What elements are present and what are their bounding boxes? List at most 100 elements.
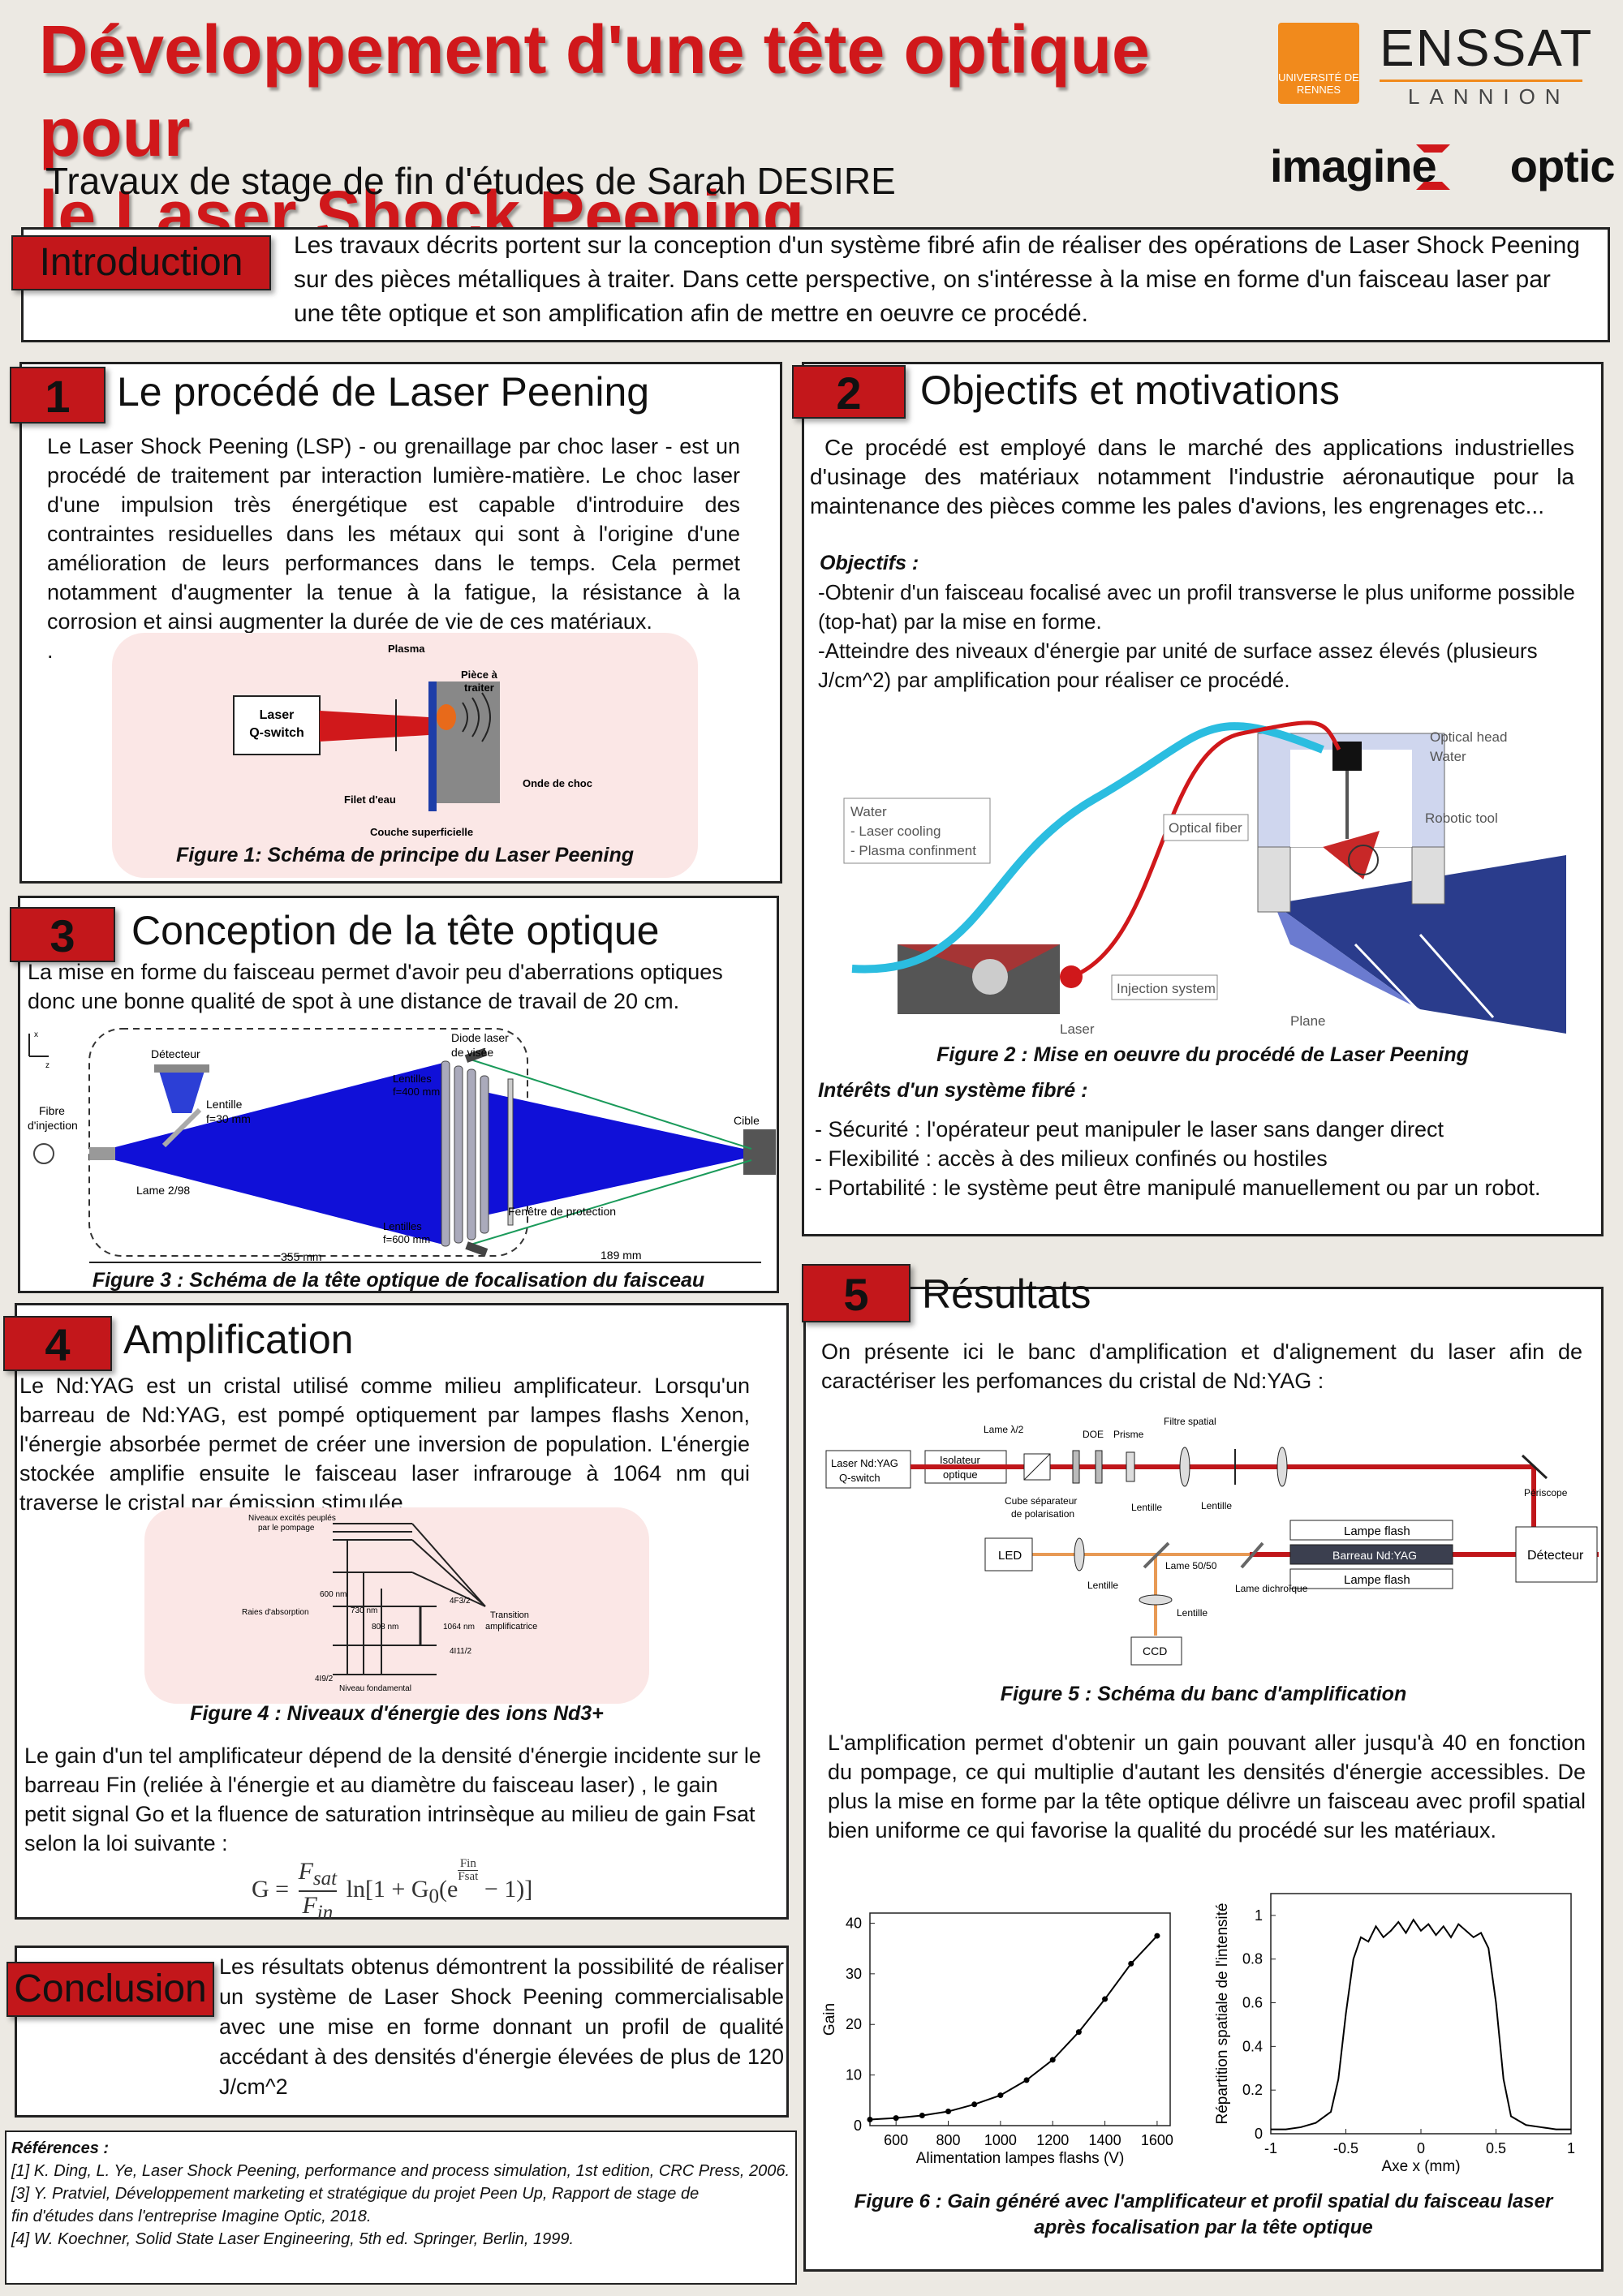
fig5-halfwave-label: Lame λ/2 [984, 1424, 1024, 1435]
detector [154, 1064, 209, 1073]
fig1-plasma-label: Plasma [388, 643, 425, 655]
figure-5-caption: Figure 5 : Schéma du banc d'amplificatio… [1000, 1683, 1407, 1705]
water-callout [843, 798, 991, 864]
fig4-transition-label-1: Transition [490, 1610, 529, 1620]
fig2-plasma-label: - Plasma confinment [850, 843, 976, 858]
data-point [919, 2113, 925, 2119]
fig3-lens30-label-1: Lentille [206, 1098, 243, 1111]
fibre-connector [89, 1147, 115, 1160]
equation-sat-sub: sat [312, 1868, 338, 1890]
y-tick-label: 30 [846, 1966, 862, 1982]
detector-beam [159, 1071, 204, 1113]
led-box [984, 1537, 1033, 1572]
data-point [1102, 1996, 1109, 2002]
section-3-number: 3 [10, 907, 115, 962]
fig1-layer-label: Couche superficielle [370, 826, 473, 838]
equation-exp: (e [439, 1875, 458, 1903]
x-tick-label: 1 [1567, 2140, 1575, 2156]
ccd-box [1130, 1636, 1182, 1666]
laser-ndyag-box [825, 1450, 911, 1489]
aiming-laser-top [470, 1059, 752, 1150]
workpiece [437, 681, 500, 803]
fig1-piece-label-1: Pièce à [461, 669, 498, 681]
section-1-dot: . [47, 638, 54, 663]
y-tick-label: 0.8 [1242, 1951, 1263, 1967]
conclusion-text: Les résultats obtenus démontrent la poss… [219, 1954, 784, 2099]
fig5-laser-label-1: Laser Nd:YAG [831, 1457, 898, 1469]
fig4-1064-label: 1064 nm [443, 1623, 475, 1632]
fig3-detector-label: Détecteur [151, 1047, 200, 1060]
fig1-laser-label-2: Q-switch [249, 726, 304, 740]
dichroic-mirror [1240, 1541, 1264, 1569]
section-3-title: Conception de la tête optique [131, 908, 660, 953]
fibre-callout [1163, 814, 1249, 841]
fig3-lens400-label-2: f=400 mm [393, 1086, 440, 1098]
enssat-logo-bar [1380, 80, 1582, 82]
data-point [893, 2115, 899, 2122]
fig1-shock-label: Onde de choc [523, 777, 592, 789]
injection-callout [1111, 974, 1218, 1000]
fig2-laser-label: Laser [1060, 1021, 1095, 1037]
y-tick-label: 10 [846, 2067, 862, 2083]
equation-exp-top: Fin [458, 1858, 479, 1871]
x-tick-label: -1 [1264, 2140, 1277, 2156]
data-point [1049, 2057, 1056, 2063]
figure-4-diagram: Niveaux excités peuplés par le pompage R… [242, 1514, 537, 1693]
fig4-excited-label-2: par le pompage [258, 1524, 315, 1533]
lens-400-1 [441, 1060, 450, 1247]
x-axis-label: Axe x (mm) [1381, 2158, 1460, 2175]
fig1-laser-label-1: Laser [260, 708, 295, 722]
data-point [1075, 2029, 1082, 2036]
lens-600-1 [467, 1068, 476, 1240]
references-box [5, 2130, 797, 2285]
fig5-laser-label-2: Q-switch [839, 1472, 880, 1484]
plane-panel-line-2 [1354, 943, 1422, 1014]
x-axis-label: Alimentation lampes flashs (V) [916, 2150, 1125, 2167]
fig5-rod-label: Barreau Nd:YAG [1332, 1549, 1417, 1562]
fig5-filter-label: Filtre spatial [1164, 1416, 1216, 1427]
plane-panel-line-3 [1419, 934, 1495, 1018]
section-4-number: 4 [3, 1316, 112, 1371]
fig2-optical-head-label: Optical head [1430, 729, 1507, 745]
objective-1: -Obtenir d'un faisceau focalisé avec un … [818, 580, 1575, 634]
interest-1: - Sécurité : l'opérateur peut manipuler … [815, 1117, 1444, 1142]
fig5-lens-d-label: Lentille [1177, 1607, 1208, 1619]
objectives-heading: Objectifs : [820, 552, 919, 574]
optical-fiber-cable [1070, 720, 1341, 979]
figure-1-background [112, 633, 698, 878]
beam-splitter-plate [161, 1107, 202, 1148]
fig5-lens-c-label: Lentille [1087, 1580, 1118, 1591]
fig4-808-label: 808 nm [372, 1623, 398, 1632]
figure-3-diagram: x z Détecteur Diode laser de visée Lenti… [28, 1028, 776, 1263]
section-1-number: 1 [10, 367, 105, 424]
protection-window [507, 1078, 514, 1226]
fig4-f32-label: 4F3/2 [450, 1597, 471, 1606]
title-line-1: Développement d'une tête optique pour [39, 11, 1150, 170]
doe-element [1095, 1450, 1103, 1484]
x-tick-label: 1200 [1036, 2132, 1069, 2148]
imagine-optic-logo: imagine optic [1270, 140, 1616, 192]
target [743, 1129, 776, 1175]
figure-1-caption: Figure 1: Schéma de principe du Laser Pe… [175, 844, 635, 866]
y-tick-label: 0 [854, 2118, 862, 2134]
flash-lamp-2 [1289, 1568, 1453, 1589]
fig5-isolator-label-2: optique [943, 1468, 978, 1481]
laser-box [233, 695, 321, 755]
prism [1126, 1451, 1135, 1482]
fig4-600-label: 600 nm [320, 1590, 347, 1599]
x-tick-label: 0 [1417, 2140, 1425, 2156]
references: Références : [1] K. Ding, L. Ye, Laser S… [11, 2137, 790, 2251]
fig5-lens-b-label: Lentille [1201, 1500, 1232, 1511]
figure-6-caption-line-1: Figure 6 : Gain généré avec l'amplificat… [854, 2191, 1553, 2212]
fig3-diode-label-1: Diode laser [451, 1031, 509, 1044]
lens-a [1179, 1447, 1190, 1487]
y-tick-label: 0.2 [1242, 2082, 1263, 2098]
y-tick-label: 0.4 [1242, 2038, 1263, 2054]
aiming-diode-top [464, 1047, 488, 1063]
fig2-water-top-label: Water [1430, 749, 1466, 764]
equation-tail: − 1)] [484, 1875, 533, 1903]
fig2-plane-label: Plane [1290, 1013, 1325, 1029]
series-line [1271, 1918, 1571, 2130]
fig4-i112-label: 4I11/2 [450, 1647, 471, 1656]
